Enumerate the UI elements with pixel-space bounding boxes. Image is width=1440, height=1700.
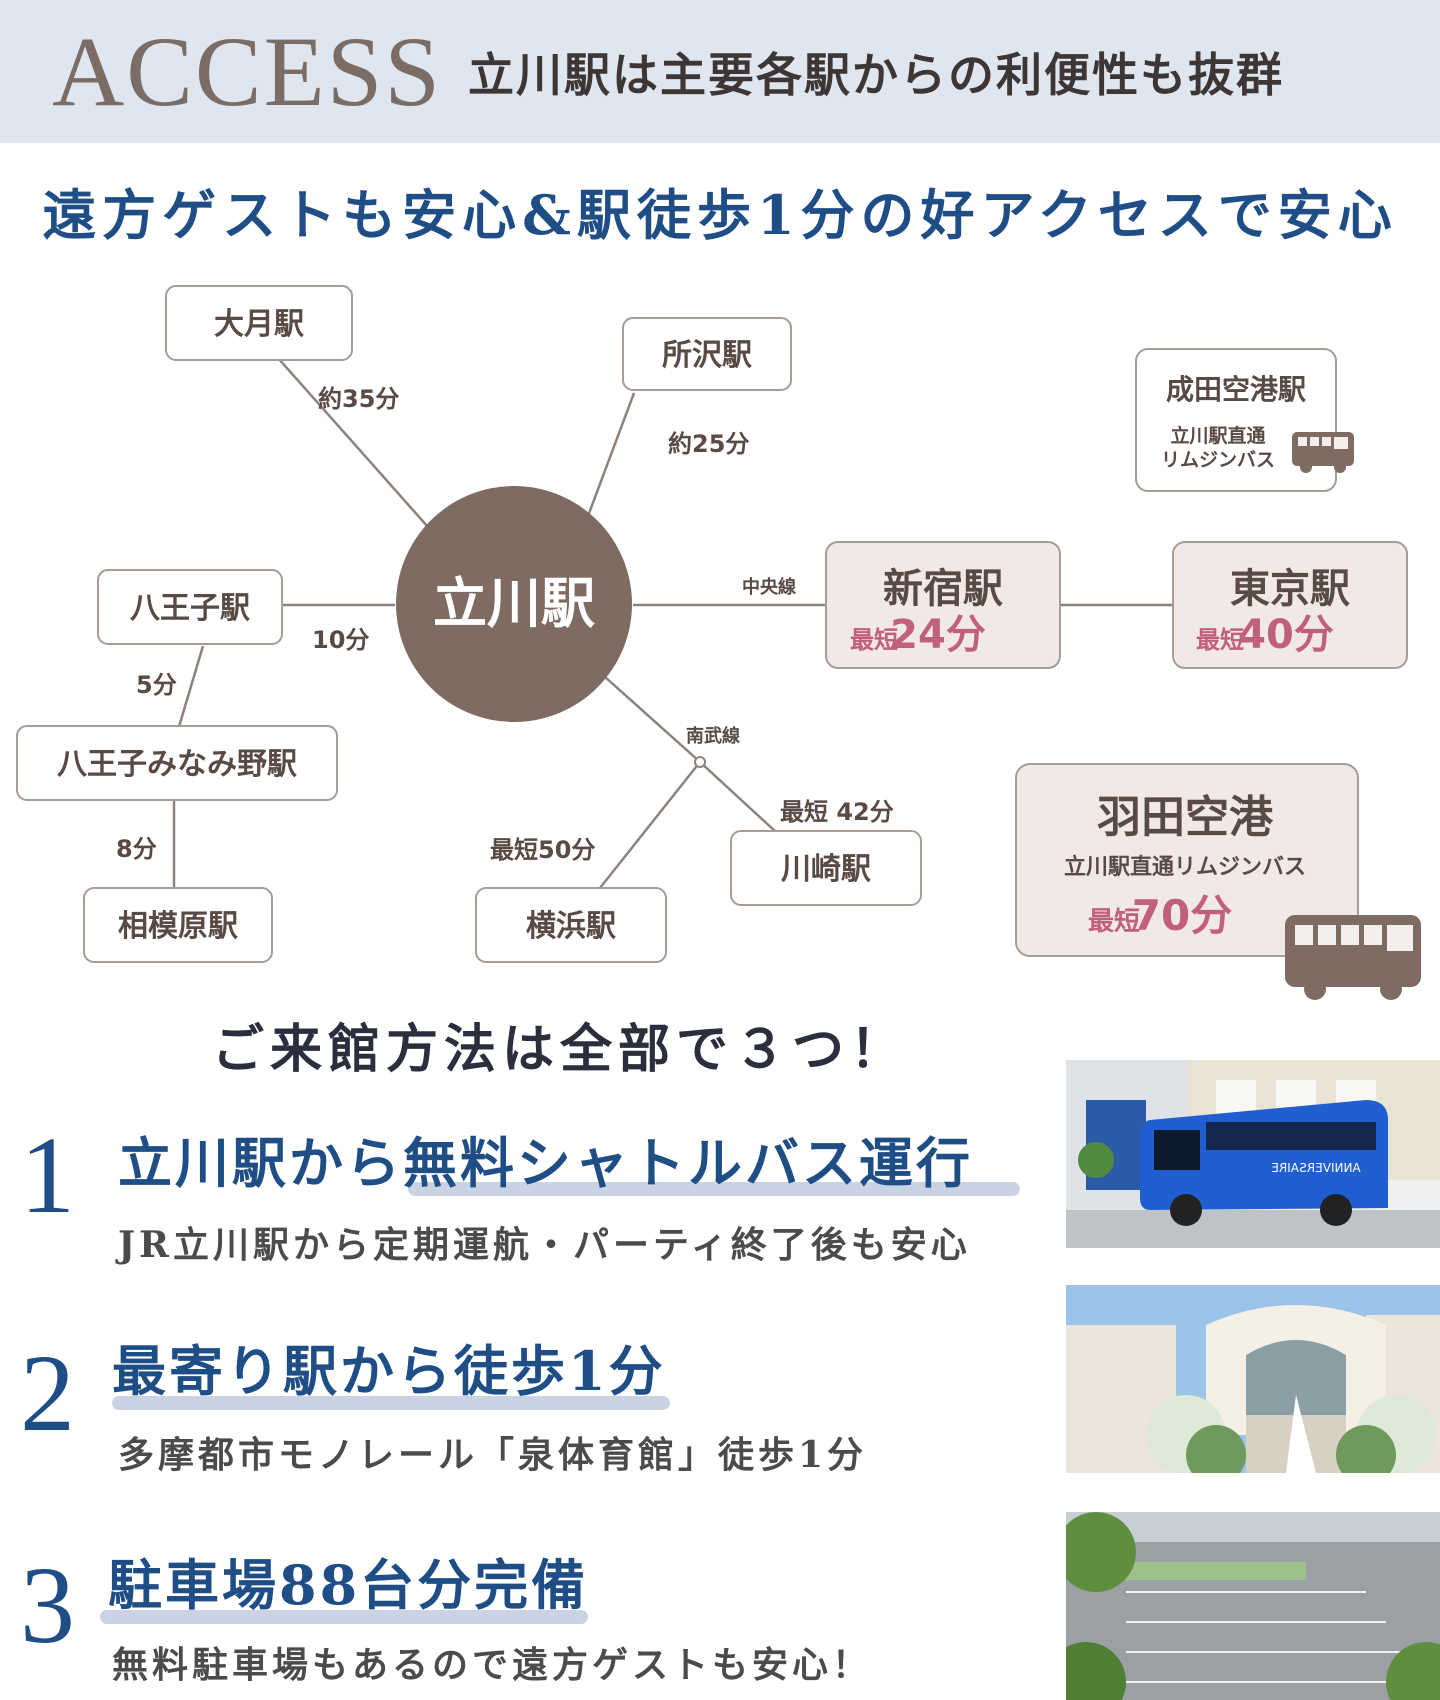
station-hachioji: 八王子駅: [97, 569, 283, 645]
edge-otsuki: [277, 357, 429, 528]
headline: 遠方ゲストも安心&駅徒歩1分の好アクセスで安心: [42, 183, 1398, 247]
station-sagamihara-label: 相模原駅: [118, 909, 238, 944]
station-tokyo-label: 東京駅: [1230, 566, 1350, 612]
access-route-map: 立川駅 大月駅 所沢駅 八王子駅 八王子みなみ野駅 相模原駅 横浜駅 川崎駅 約…: [16, 285, 1421, 1000]
method-1-description: JR立川駅から定期運航・パーティ終了後も安心: [118, 1224, 971, 1266]
method-1-title-b: 無料シャトルバス運行: [403, 1131, 973, 1195]
station-tokorozawa-label: 所沢駅: [662, 338, 752, 373]
time-sagamihara: 8分: [116, 835, 157, 863]
method-3-title-b: 駐車場88台分完備: [108, 1553, 589, 1617]
station-yokohama: 横浜駅: [475, 887, 667, 963]
station-kawasaki-label: 川崎駅: [781, 852, 871, 887]
station-minamino-label: 八王子みなみ野駅: [57, 747, 297, 782]
chapel-photo: [1066, 1285, 1440, 1473]
narita-line1: 立川駅直通: [1170, 424, 1266, 447]
haneda-prefix: 最短: [1088, 907, 1140, 937]
method-2-underline: [112, 1396, 670, 1410]
edge-yokohama: [599, 761, 701, 889]
bus-lettering: ANNIVERSAIRE: [1271, 1161, 1360, 1175]
tokyo-prefix: 最短: [1196, 626, 1244, 654]
station-haneda: 羽田空港 立川駅直通リムジンバス 最短 70分: [1015, 763, 1359, 957]
bus-icon: [1292, 432, 1354, 473]
station-minamino: 八王子みなみ野駅: [16, 725, 338, 801]
access-tagline: 立川駅は主要各駅からの利便性も抜群: [468, 48, 1284, 102]
station-tokorozawa: 所沢駅: [622, 317, 792, 391]
bus-icon: [1285, 915, 1421, 1000]
method-3-number: 3: [20, 1544, 75, 1666]
station-sagamihara: 相模原駅: [83, 887, 273, 963]
hub-tachikawa: [396, 486, 632, 722]
shuttle-bus-photo: ANNIVERSAIRE: [1066, 1060, 1440, 1248]
station-shinjuku: 新宿駅 最短 24分: [825, 541, 1061, 669]
station-tokyo: 東京駅 最短 40分: [1172, 541, 1408, 669]
station-hachioji-label: 八王子駅: [130, 591, 250, 626]
header-band: [0, 0, 1440, 143]
haneda-label: 羽田空港: [1097, 792, 1274, 843]
access-title: ACCESS: [52, 16, 442, 127]
method-1-title-a: 立川駅から: [118, 1131, 403, 1195]
haneda-time: 70分: [1132, 891, 1232, 940]
edge-tokorozawa: [586, 392, 636, 517]
station-kawasaki: 川崎駅: [730, 830, 922, 906]
time-minamino: 5分: [136, 671, 177, 699]
tokyo-time: 40分: [1238, 612, 1334, 658]
time-otsuki: 約35分: [318, 385, 399, 413]
haneda-sub: 立川駅直通リムジンバス: [1064, 854, 1306, 880]
time-tokorozawa: 約25分: [668, 430, 749, 458]
time-hachioji: 10分: [312, 626, 369, 654]
line-chuo: 中央線: [742, 576, 796, 598]
method-3-underline: [100, 1610, 588, 1624]
edge-kawasaki: [699, 761, 777, 833]
parking-lot-photo: [1066, 1512, 1440, 1700]
method-1-underline: [408, 1182, 1020, 1196]
method-1-title: 立川駅から無料シャトルバス運行: [118, 1130, 973, 1196]
edge-minamino: [176, 645, 205, 731]
station-otsuki-label: 大月駅: [214, 307, 304, 342]
method-2-title: 最寄り駅から徒歩1分: [112, 1338, 666, 1404]
shinjuku-prefix: 最短: [850, 626, 898, 654]
narita-label: 成田空港駅: [1166, 373, 1306, 406]
method-2-title-b: 徒歩1分: [454, 1339, 666, 1403]
station-shinjuku-label: 新宿駅: [883, 566, 1003, 612]
hub-label: 立川駅: [433, 572, 595, 635]
line-nambu: 南武線: [686, 725, 740, 747]
station-yokohama-label: 横浜駅: [526, 909, 616, 944]
time-kawasaki: 最短 42分: [780, 798, 894, 826]
methods-title: ご来館方法は全部で３つ！: [211, 1019, 908, 1080]
method-3-title: 駐車場88台分完備: [108, 1552, 588, 1618]
nambu-junction: [694, 756, 706, 768]
method-1-number: 1: [20, 1114, 75, 1236]
method-2-title-a: 最寄り駅から: [112, 1339, 454, 1403]
time-yokohama: 最短50分: [490, 836, 595, 864]
method-3-description: 無料駐車場もあるので遠方ゲストも安心！: [112, 1644, 873, 1686]
method-2-number: 2: [20, 1332, 75, 1454]
narita-line2: リムジンバス: [1161, 449, 1275, 471]
method-2-description: 多摩都市モノレール「泉体育館」徒歩1分: [118, 1434, 868, 1476]
station-narita: 成田空港駅 立川駅直通 リムジンバス: [1135, 348, 1337, 492]
station-otsuki: 大月駅: [165, 285, 353, 361]
shinjuku-time: 24分: [890, 612, 986, 658]
edge-nambu: [604, 676, 701, 763]
